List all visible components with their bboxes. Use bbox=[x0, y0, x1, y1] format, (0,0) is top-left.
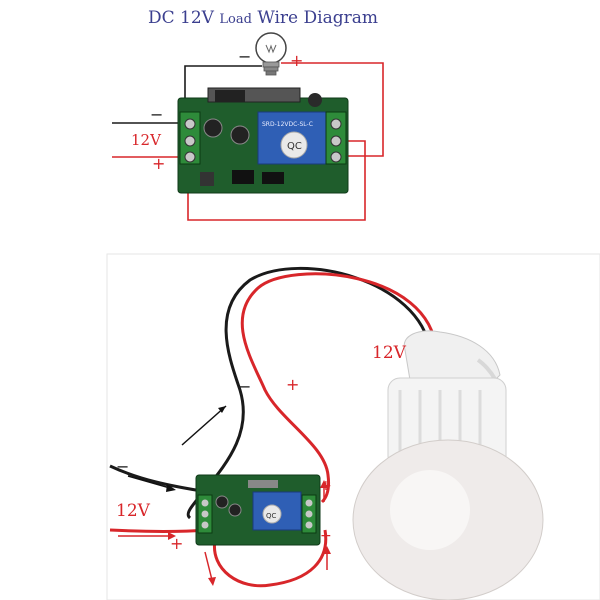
arrow-icon bbox=[118, 405, 331, 586]
bulb-icon bbox=[255, 32, 287, 76]
photo-supply-minus: − bbox=[116, 457, 129, 476]
pcb-board bbox=[177, 87, 349, 194]
right-red-loop bbox=[187, 140, 366, 221]
supply-voltage-label: 12V bbox=[131, 131, 162, 149]
photo-bulb-icon bbox=[352, 330, 544, 600]
photo-supply-red bbox=[109, 528, 209, 533]
photo-bulb-voltage: 12V bbox=[372, 343, 407, 363]
photo-red-loop bbox=[213, 529, 328, 588]
relay-brand-text: QC bbox=[287, 141, 302, 152]
relay-model-text: SRD-12VDC-SL-C bbox=[262, 121, 313, 128]
photo-relay-brand: QC bbox=[266, 512, 277, 520]
diagram-title: DC 12V Load Wire Diagram bbox=[148, 8, 378, 28]
title-dc-12v: DC 12V bbox=[148, 8, 214, 28]
title-load: Load bbox=[219, 12, 252, 27]
photo-supply-plus: + bbox=[170, 534, 183, 553]
load-positive-wire bbox=[281, 62, 384, 157]
photo-right-plus-upper: + bbox=[320, 478, 332, 494]
supply-minus-label: − bbox=[150, 105, 163, 124]
photo-red-wire bbox=[240, 272, 438, 504]
photo-supply-voltage: 12V bbox=[116, 501, 151, 521]
load-plus-label: + bbox=[290, 51, 303, 70]
photo-wire-minus: − bbox=[238, 377, 251, 396]
photo-pcb-board bbox=[195, 474, 321, 546]
photo-right-plus-lower: + bbox=[320, 528, 332, 544]
title-wire-diagram: Wire Diagram bbox=[257, 8, 378, 28]
wiring-photo: QC 12V − + − 12V + + + bbox=[106, 253, 600, 600]
supply-plus-label: + bbox=[152, 154, 165, 173]
top-schematic: SRD-12VDC-SL-C QC − + − 12V + bbox=[112, 32, 384, 221]
photo-wire-plus: + bbox=[286, 375, 299, 394]
load-minus-label: − bbox=[238, 47, 251, 66]
